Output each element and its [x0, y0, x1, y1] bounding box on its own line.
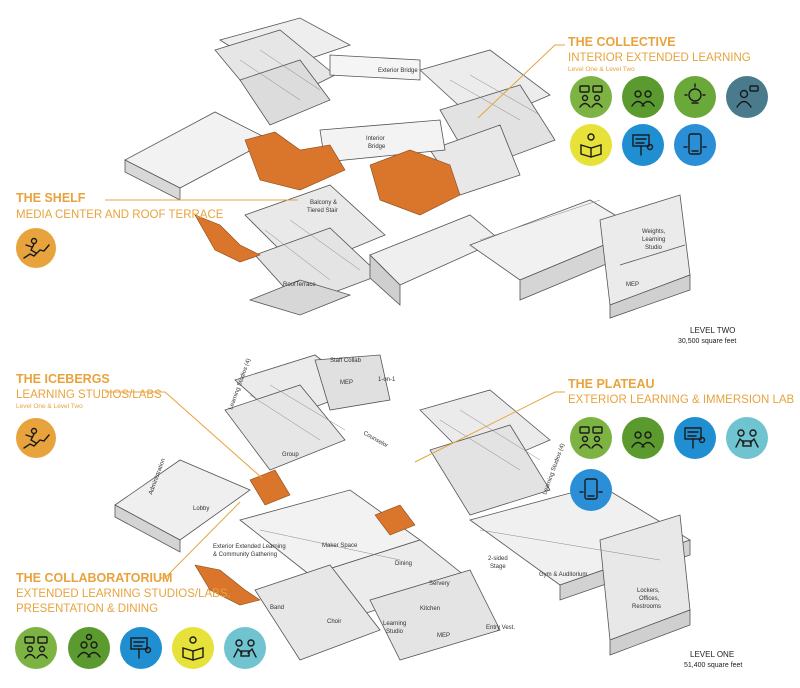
label-counselor: Counselor [362, 431, 389, 450]
level-two-area: 30,500 square feet [678, 338, 736, 345]
idea-group-icon [68, 627, 110, 669]
callout-collaboratorium-title: THE COLLABORATORIUM [16, 571, 172, 585]
label-balcony-2: Tiered Stair [307, 208, 338, 214]
group-icon [622, 417, 664, 459]
reading-icon [172, 627, 214, 669]
callout-shelf: THE SHELF MEDIA CENTER AND ROOF TERRACE [16, 191, 224, 221]
climbing-icon [16, 228, 56, 268]
callout-shelf-subtitle: MEDIA CENTER AND ROOF TERRACE [16, 209, 224, 221]
callout-collaboratorium-subtitle-1: EXTENDED LEARNING STUDIOS/LABS, [16, 588, 231, 600]
level-one-plan [114, 354, 691, 661]
label-exterior-bridge: Exterior Bridge [378, 68, 418, 74]
discussion-icon [570, 76, 612, 118]
label-maker-space: Maker Space [322, 543, 358, 549]
presentation-icon [674, 417, 716, 459]
label-lockers-1: Lockers, [637, 588, 660, 594]
reading-icon [570, 124, 612, 166]
label-exterior-extended-2: & Community Gathering [213, 552, 277, 558]
label-weights-2: Learning [642, 237, 665, 243]
callout-plateau: THE PLATEAU EXTERIOR LEARNING & IMMERSIO… [568, 377, 795, 406]
label-two-sided-stage-2: Stage [490, 564, 506, 570]
label-mep-l2: MEP [626, 282, 639, 288]
collaboration-icon [224, 627, 266, 669]
icon-group-collaboratorium [15, 627, 266, 669]
label-servery: Servery [429, 581, 450, 587]
presentation-icon [622, 124, 664, 166]
label-two-sided-stage-1: 2-sided [488, 556, 508, 562]
leader-lines [105, 44, 565, 579]
label-weights-1: Weights, [642, 229, 666, 235]
callout-plateau-title: THE PLATEAU [568, 377, 655, 391]
level-two-plan [124, 17, 691, 319]
label-weights-3: Studio [645, 245, 663, 251]
label-lockers-2: Offices, [639, 596, 660, 602]
label-dining: Dining [395, 561, 412, 567]
label-lobby: Lobby [193, 506, 209, 512]
label-learning-studio-2: Studio [386, 629, 404, 635]
discussion-icon [570, 417, 612, 459]
level-one-orange-volumes [194, 469, 416, 606]
callout-collaboratorium: THE COLLABORATORIUM EXTENDED LEARNING ST… [16, 571, 231, 615]
label-balcony-1: Balcony & [310, 200, 337, 206]
callout-collective-subtitle: INTERIOR EXTENDED LEARNING [568, 52, 751, 64]
climbing-icon [16, 418, 56, 458]
icon-group-icebergs [16, 418, 56, 458]
mentor-icon [726, 76, 768, 118]
level-two-orange-volumes [194, 131, 461, 263]
label-entry-vest: Entry Vest. [486, 625, 515, 631]
callout-icebergs-note: Level One & Level Two [16, 403, 83, 410]
device-icon [674, 124, 716, 166]
level-two-label: LEVEL TWO 30,500 square feet [678, 326, 736, 345]
collaboration-icon [726, 417, 768, 459]
presentation-icon [120, 627, 162, 669]
level-one-label: LEVEL ONE 51,400 square feet [684, 650, 742, 669]
level-one-name: LEVEL ONE [690, 650, 734, 659]
label-learning-studios-right: Learning Studios (4) [542, 443, 566, 496]
label-interior-bridge-2: Bridge [368, 144, 386, 150]
level-two-name: LEVEL TWO [690, 326, 735, 335]
label-mep-bottom: MEP [437, 633, 450, 639]
label-staff-collab: Staff Collab [330, 358, 362, 364]
icon-group-collective [570, 76, 768, 166]
label-lockers-3: Restrooms [632, 604, 661, 610]
label-band: Band [270, 605, 284, 611]
callout-collective: THE COLLECTIVE INTERIOR EXTENDED LEARNIN… [568, 35, 751, 73]
callout-collective-note: Level One & Level Two [568, 66, 635, 73]
callout-collective-title: THE COLLECTIVE [568, 35, 676, 49]
label-learning-studio-1: Learning [383, 621, 406, 627]
icon-group-shelf [16, 228, 56, 268]
group-icon [622, 76, 664, 118]
callout-icebergs-subtitle: LEARNING STUDIOS/LABS [16, 389, 162, 401]
callout-icebergs-title: THE ICEBERGS [16, 372, 110, 386]
icon-group-plateau [570, 417, 768, 511]
idea-bulb-icon [674, 76, 716, 118]
label-interior-bridge-1: Interior [366, 136, 385, 142]
label-kitchen: Kitchen [420, 606, 440, 612]
label-gym: Gym & Auditorium [539, 572, 587, 578]
label-one-on-one: 1-on-1 [378, 377, 396, 383]
discussion-icon [15, 627, 57, 669]
callout-shelf-title: THE SHELF [16, 191, 86, 205]
label-exterior-extended-1: Exterior Extended Learning [213, 544, 286, 550]
device-icon [570, 469, 612, 511]
label-choir: Choir [327, 619, 341, 625]
callout-plateau-subtitle: EXTERIOR LEARNING & IMMERSION LAB [568, 394, 795, 406]
label-group: Group [282, 452, 299, 458]
callout-collaboratorium-subtitle-2: PRESENTATION & DINING [16, 603, 158, 615]
label-mep-top: MEP [340, 380, 353, 386]
callout-icebergs: THE ICEBERGS LEARNING STUDIOS/LABS Level… [16, 372, 162, 410]
label-roof-terrace: RoofTerrace [283, 282, 316, 288]
level-one-area: 51,400 square feet [684, 662, 742, 669]
